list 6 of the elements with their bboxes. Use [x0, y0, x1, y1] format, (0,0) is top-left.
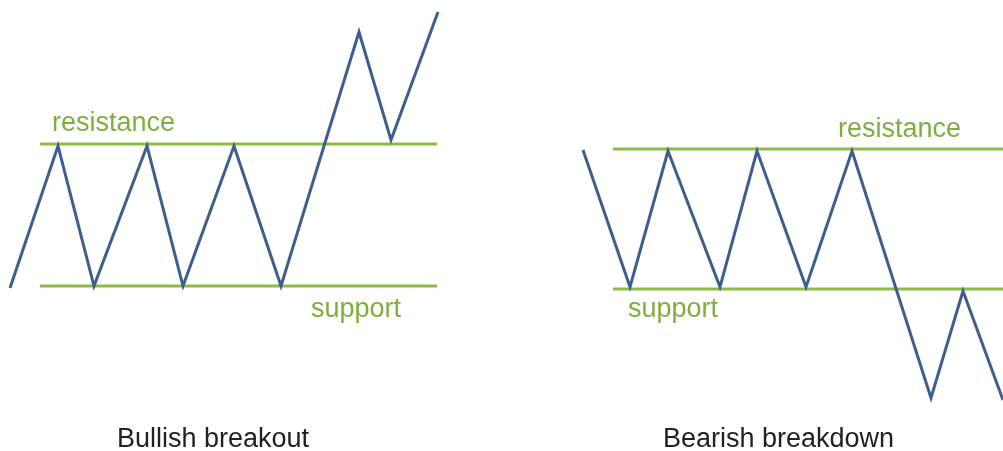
caption: Bearish breakdown: [663, 423, 895, 451]
line-label: resistance: [838, 113, 962, 143]
line-label: support: [628, 293, 719, 323]
caption: Bullish breakout: [117, 423, 310, 451]
line-label: support: [311, 293, 402, 323]
line-label: resistance: [52, 107, 176, 137]
